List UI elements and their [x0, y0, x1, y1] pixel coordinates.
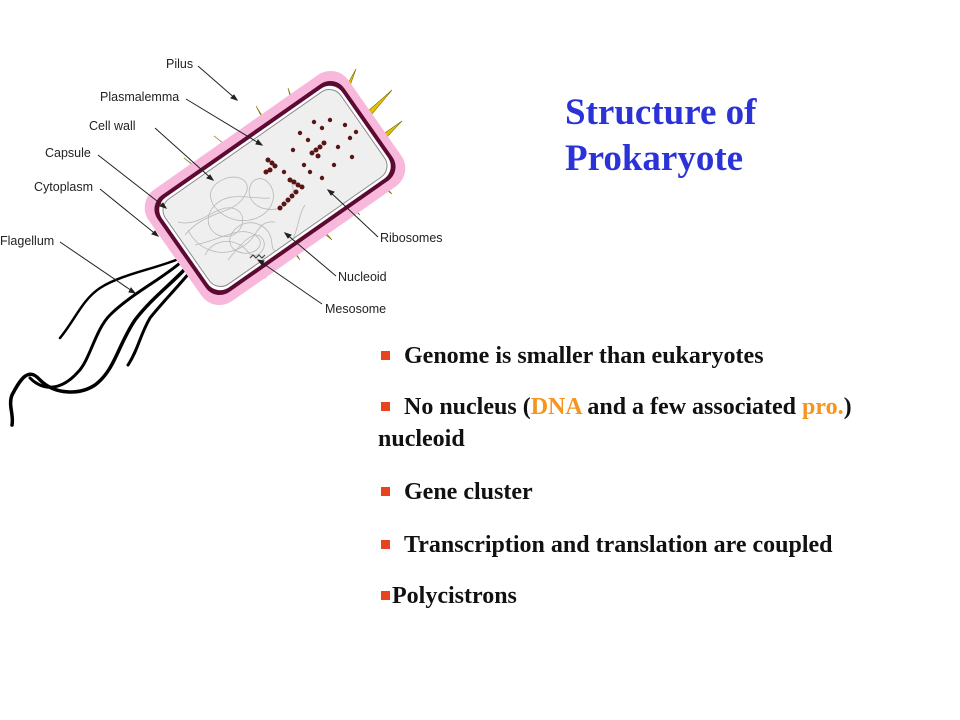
mesosome — [249, 254, 266, 259]
bullet-no-nucleus: No nucleus (DNA and a few associated pro… — [378, 391, 938, 455]
bullet-text-post: ) nucleoid — [378, 394, 852, 452]
label-ribosomes: Ribosomes — [380, 231, 443, 245]
cytoplasm — [162, 89, 388, 287]
label-cell-wall: Cell wall — [89, 119, 136, 133]
bullet-text-mid: and a few associated — [581, 394, 803, 420]
flagellum — [8, 258, 192, 427]
title-line-1: Structure of — [565, 92, 757, 133]
label-mesosome: Mesosome — [325, 302, 386, 316]
highlight-dna: DNA — [530, 394, 582, 420]
bullet-text: Polycistrons — [392, 583, 517, 609]
title-line-2: Prokaryote — [565, 138, 744, 179]
label-pilus: Pilus — [166, 57, 193, 71]
bullet-coupled: Transcription and translation are couple… — [378, 529, 938, 561]
slide-title: Structure of Prokaryote — [565, 90, 756, 182]
label-nucleoid: Nucleoid — [338, 270, 387, 284]
highlight-pro: pro. — [802, 394, 844, 420]
label-cytoplasm: Cytoplasm — [34, 180, 93, 194]
bullet-text: Gene cluster — [404, 479, 533, 505]
bullet-gene-cluster: Gene cluster — [378, 476, 938, 508]
ribosomes — [263, 117, 359, 211]
bullet-list: Genome is smaller than eukaryotes No nuc… — [378, 340, 938, 612]
bullet-genome-size: Genome is smaller than eukaryotes — [378, 340, 938, 372]
prokaryote-diagram: Pilus Plasmalemma Cell wall Capsule Cyto… — [0, 57, 443, 427]
label-capsule: Capsule — [45, 146, 91, 160]
bullet-square-icon — [381, 591, 390, 601]
bullet-text-pre: No nucleus ( — [404, 394, 531, 420]
bullet-polycistrons: Polycistrons — [378, 580, 938, 612]
bullet-text: Transcription and translation are couple… — [404, 532, 833, 558]
bullet-square-icon — [381, 540, 390, 550]
bullet-square-icon — [381, 351, 390, 361]
bullet-text: Genome is smaller than eukaryotes — [404, 343, 764, 369]
label-plasmalemma: Plasmalemma — [100, 90, 179, 104]
label-flagellum: Flagellum — [0, 234, 54, 248]
leader-lines — [59, 65, 379, 305]
bullet-square-icon — [381, 402, 390, 412]
bullet-square-icon — [381, 487, 390, 497]
